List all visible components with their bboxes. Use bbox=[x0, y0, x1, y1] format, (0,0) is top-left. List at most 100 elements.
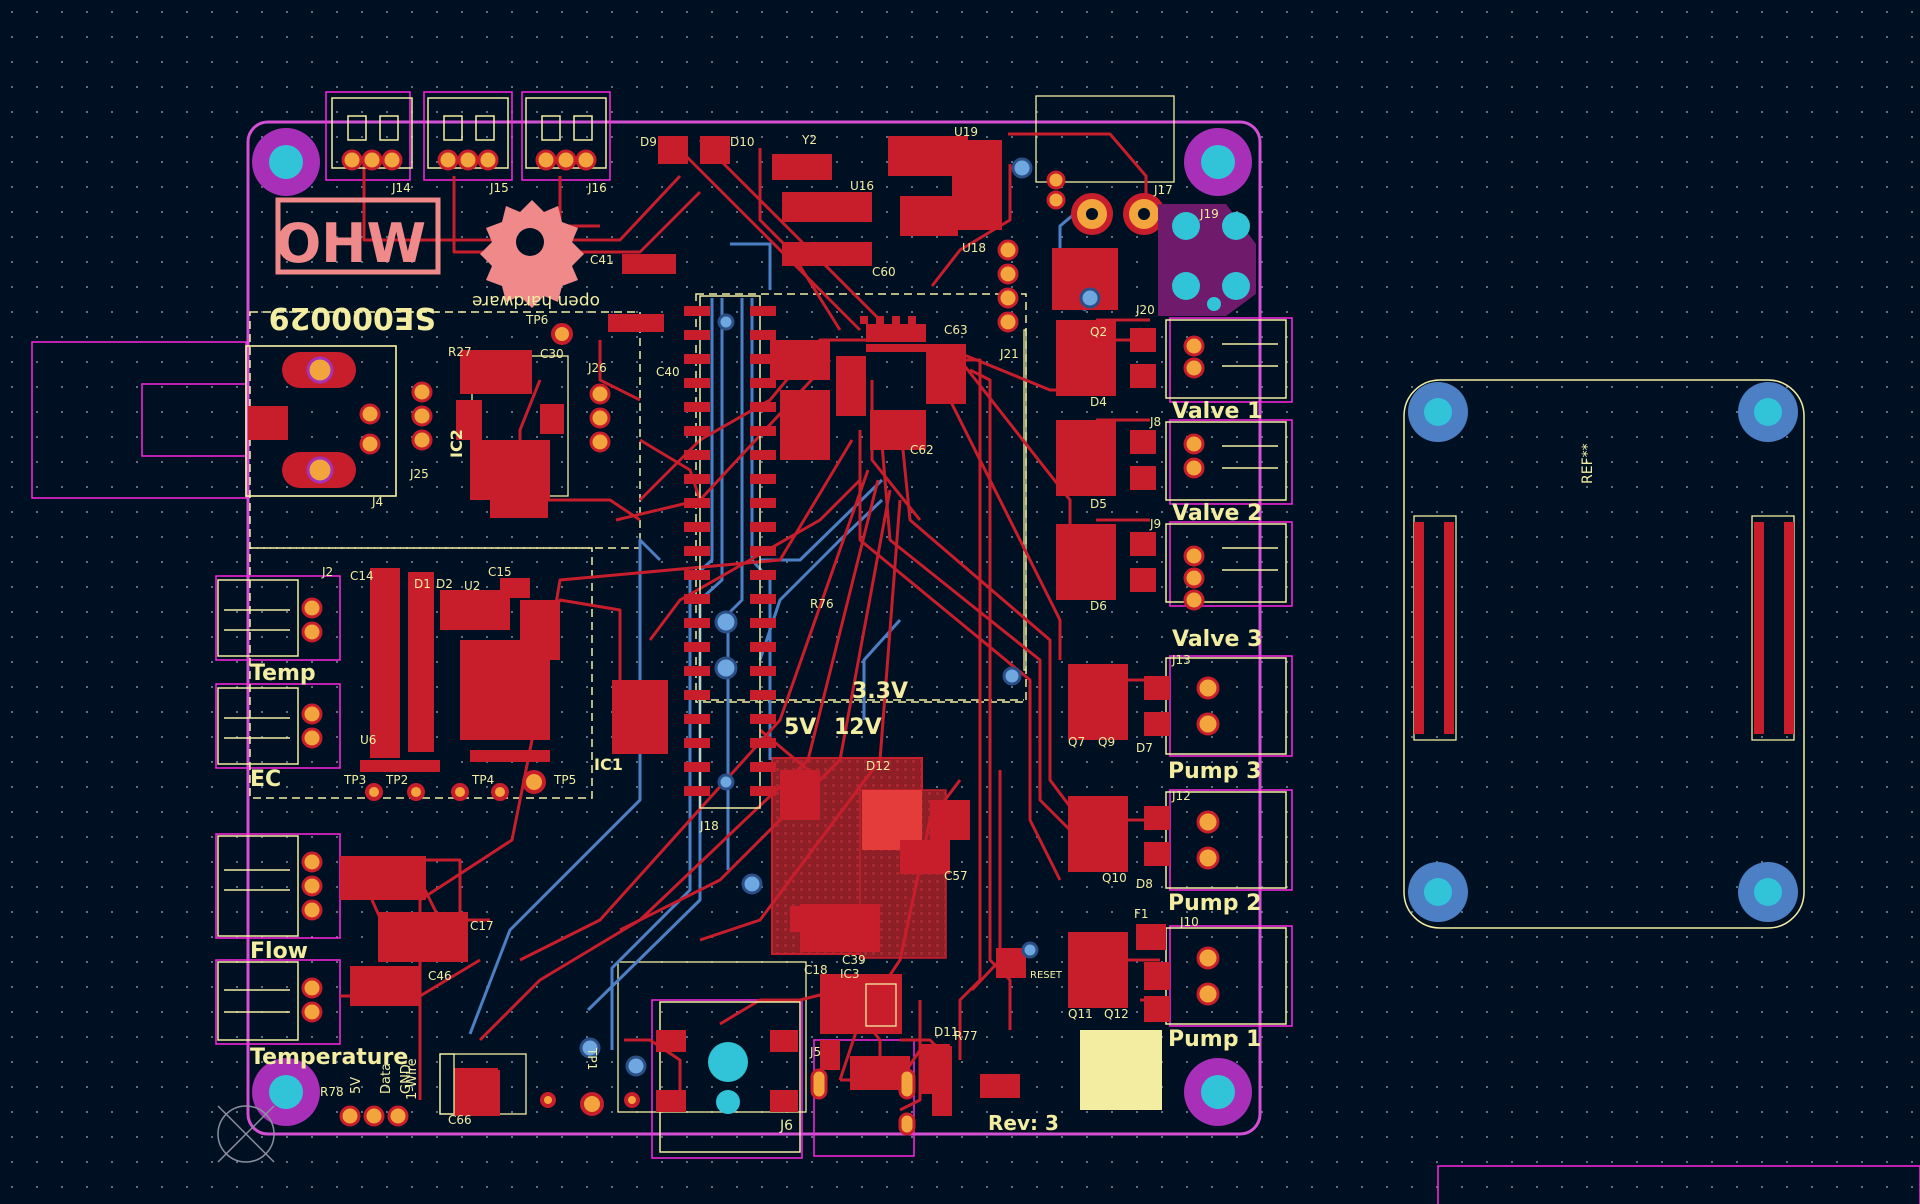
refdes-c40: C40 bbox=[656, 365, 680, 379]
vias bbox=[579, 157, 1101, 1077]
refdes-c62: C62 bbox=[910, 443, 934, 457]
refdes-tp1: TP1 bbox=[585, 1047, 599, 1070]
mcu-qfp bbox=[836, 316, 966, 450]
label-valve-1: Valve 1 bbox=[1172, 399, 1262, 424]
refdes-ic2: IC2 bbox=[447, 429, 466, 458]
label-data: Data bbox=[379, 1063, 394, 1094]
label-valve-2: Valve 2 bbox=[1172, 501, 1262, 526]
label-1wire: 1-Wire bbox=[405, 1058, 420, 1100]
header-j18 bbox=[684, 295, 776, 809]
board-outline[interactable] bbox=[246, 120, 1262, 1136]
refdes-c60: C60 bbox=[872, 265, 896, 279]
through-hole-pads[interactable] bbox=[301, 149, 1220, 1127]
refdes-q11: Q11 bbox=[1068, 1007, 1093, 1021]
refdes-d4: D4 bbox=[1090, 395, 1107, 409]
mounting-hole-tl bbox=[252, 128, 320, 196]
refdes-d5: D5 bbox=[1090, 497, 1107, 511]
ref-label: REF** bbox=[1580, 443, 1596, 484]
refdes-j8: J8 bbox=[1149, 415, 1161, 429]
refdes-tp4: TP4 bbox=[471, 773, 494, 787]
label-rail-12: 12V bbox=[834, 715, 882, 740]
refdes-j17: J17 bbox=[1153, 183, 1173, 197]
label-reset: RESET bbox=[1030, 970, 1063, 981]
refdes-d2: D2 bbox=[436, 577, 453, 591]
refdes-r27: R27 bbox=[448, 345, 472, 359]
mounting-holes[interactable] bbox=[252, 128, 1252, 1126]
mounting-hole-bl bbox=[252, 1058, 320, 1126]
refdes-r77: R77 bbox=[954, 1029, 978, 1043]
refdes-q2: Q2 bbox=[1090, 325, 1107, 339]
label-temp: Temp bbox=[250, 661, 316, 686]
refdes-u6: U6 bbox=[360, 733, 376, 747]
offboard-footprint[interactable]: REF** bbox=[1403, 379, 1805, 929]
smd-components[interactable] bbox=[248, 136, 1222, 1116]
refdes-c18: C18 bbox=[804, 963, 828, 977]
refdes-j14: J14 bbox=[391, 181, 411, 195]
usb-connector-j19[interactable] bbox=[1158, 204, 1256, 316]
refdes-d1: D1 bbox=[414, 577, 431, 591]
board-designator: SE000029 bbox=[269, 300, 436, 335]
refdes-u18: U18 bbox=[962, 241, 986, 255]
label-valve-3: Valve 3 bbox=[1172, 627, 1262, 652]
refdes-c14: C14 bbox=[350, 569, 374, 583]
refdes-j2: J2 bbox=[321, 565, 333, 579]
origin-marker bbox=[217, 1105, 275, 1163]
board-logo: WHO SE000029 open hardware bbox=[269, 197, 600, 335]
refdes-c39: C39 bbox=[842, 953, 866, 967]
refdes-r78: R78 bbox=[320, 1085, 344, 1099]
refdes-f1: F1 bbox=[1134, 907, 1149, 921]
label-revision: Rev: 3 bbox=[988, 1111, 1059, 1135]
refdes-j12: J12 bbox=[1171, 789, 1191, 803]
refdes-r76: R76 bbox=[810, 597, 834, 611]
refdes-d8: D8 bbox=[1136, 877, 1153, 891]
label-pump-2: Pump 2 bbox=[1168, 891, 1261, 916]
test-points[interactable] bbox=[365, 323, 640, 1116]
refdes-j13: J13 bbox=[1171, 653, 1191, 667]
oshw-text: open hardware bbox=[472, 291, 600, 311]
refdes-c66: C66 bbox=[448, 1113, 472, 1127]
refdes-ic1: IC1 bbox=[594, 755, 623, 774]
refdes-c30: C30 bbox=[540, 347, 564, 361]
refdes-j16: J16 bbox=[587, 181, 607, 195]
refdes-tp3: TP3 bbox=[343, 773, 366, 787]
mounting-hole-tr bbox=[1184, 128, 1252, 196]
refdes-q10: Q10 bbox=[1102, 871, 1127, 885]
refdes-q9: Q9 bbox=[1098, 735, 1115, 749]
refdes-j15: J15 bbox=[489, 181, 509, 195]
silk-label-patch bbox=[1080, 1030, 1162, 1110]
refdes-j5: J5 bbox=[809, 1045, 821, 1059]
refdes-q7: Q7 bbox=[1068, 735, 1085, 749]
refdes-j20: J20 bbox=[1135, 303, 1155, 317]
mounting-hole-br bbox=[1184, 1058, 1252, 1126]
refdes-d6: D6 bbox=[1090, 599, 1107, 613]
label-gnd: GND bbox=[399, 1064, 414, 1094]
refdes-j18: J18 bbox=[699, 819, 719, 833]
refdes-j21: J21 bbox=[999, 347, 1019, 361]
refdes-c15: C15 bbox=[488, 565, 512, 579]
refdes-u19: U19 bbox=[954, 125, 978, 139]
refdes-j4: J4 bbox=[371, 495, 383, 509]
refdes-j25: J25 bbox=[409, 467, 429, 481]
refdes-c46: C46 bbox=[428, 969, 452, 983]
refdes-c57: C57 bbox=[944, 869, 968, 883]
logo-text: WHO bbox=[275, 212, 426, 275]
large-pads[interactable] bbox=[306, 193, 1165, 1136]
refdes-c41: C41 bbox=[590, 253, 614, 267]
refdes-tp2: TP2 bbox=[385, 773, 408, 787]
refdes-tp5: TP5 bbox=[553, 773, 576, 787]
refdes-u2: U2 bbox=[464, 579, 480, 593]
refdes-j10: J10 bbox=[1179, 915, 1199, 929]
refdes-d7: D7 bbox=[1136, 741, 1153, 755]
refdes-j19: J19 bbox=[1199, 207, 1219, 221]
refdes-d10: D10 bbox=[730, 135, 755, 149]
label-pump-1: Pump 1 bbox=[1168, 1027, 1261, 1052]
refdes-c17: C17 bbox=[470, 919, 494, 933]
refdes-ic3: IC3 bbox=[840, 967, 860, 981]
refdes-d9: D9 bbox=[640, 135, 657, 149]
refdes-j6: J6 bbox=[779, 1118, 793, 1134]
refdes-c63: C63 bbox=[944, 323, 968, 337]
refdes-d11: D11 bbox=[934, 1025, 959, 1039]
label-flow: Flow bbox=[250, 939, 308, 964]
label-rail-33: 3.3V bbox=[852, 679, 908, 704]
